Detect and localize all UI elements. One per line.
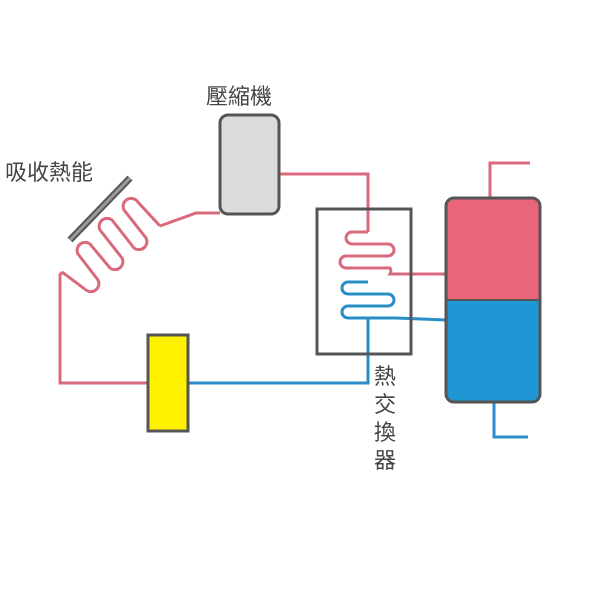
label-absorb-heat: 吸收熱能 xyxy=(5,161,93,186)
hot-line-coil-to-valve xyxy=(58,271,148,385)
water-tank xyxy=(444,196,542,404)
exchanger-hot-coil xyxy=(338,230,446,276)
cold-line-exchanger-to-valve xyxy=(188,316,396,385)
label-heat-exchanger-char: 器 xyxy=(374,449,396,474)
hot-line-compressor-to-exchanger xyxy=(280,172,370,232)
exchanger-cold-coil xyxy=(340,280,447,322)
tank-cold-section xyxy=(446,300,540,402)
heat-exchanger-box xyxy=(315,207,413,356)
label-heat-exchanger: 熱 交 換 器 xyxy=(374,365,396,474)
label-heat-exchanger-char: 熱 xyxy=(374,365,396,390)
hot-line-tank-outlet xyxy=(488,161,530,198)
solar-collector-plate-icon xyxy=(67,175,133,243)
expansion-valve xyxy=(146,333,190,433)
label-heat-exchanger-char: 換 xyxy=(374,421,396,446)
tank-hot-section xyxy=(446,198,540,300)
cold-line-tank-inlet xyxy=(492,402,528,439)
hot-line-coil-to-compressor xyxy=(159,211,220,228)
label-heat-exchanger-char: 交 xyxy=(374,393,396,418)
label-compressor: 壓縮機 xyxy=(206,85,272,110)
compressor-unit xyxy=(218,113,281,216)
evaporator-coil xyxy=(61,196,162,294)
